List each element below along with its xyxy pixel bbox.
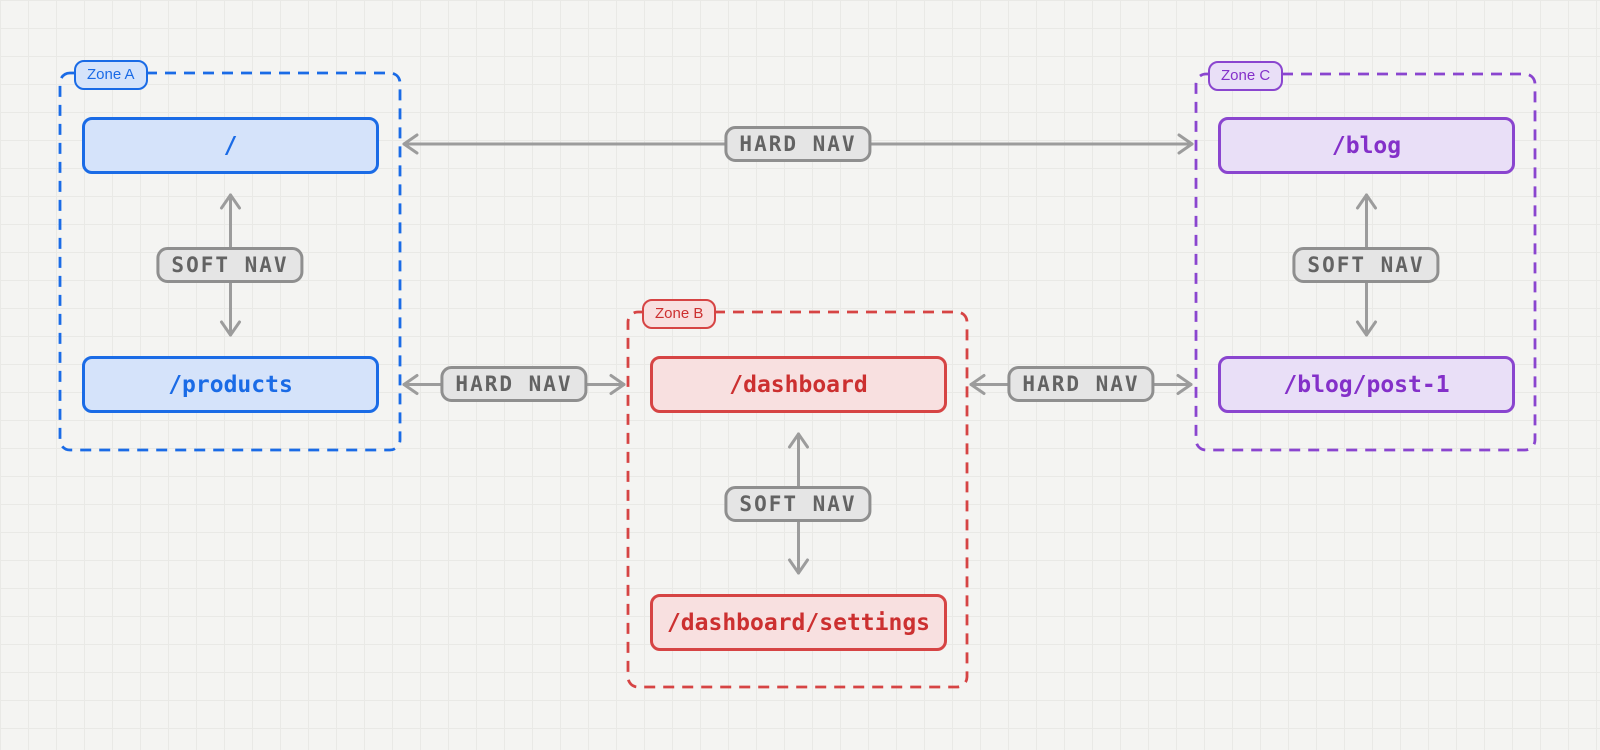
node-route-blog-post-1: /blog/post-1 <box>1218 356 1515 413</box>
node-route-dashboard-settings: /dashboard/settings <box>650 594 947 651</box>
arrowhead-up-icon <box>220 193 241 210</box>
arrowhead-up-icon <box>788 432 809 449</box>
arrowhead-left-icon <box>402 374 419 395</box>
soft-nav-label-zone-c: SOFT NAV <box>1292 247 1440 283</box>
zone-c-tag: Zone C <box>1208 61 1284 91</box>
arrowhead-left-icon <box>402 133 419 155</box>
hard-nav-label-top: HARD NAV <box>724 126 872 162</box>
arrowhead-down-icon <box>788 558 809 575</box>
zone-b-tag: Zone B <box>642 299 717 329</box>
arrowhead-right-icon <box>1176 374 1193 395</box>
hard-nav-label-left: HARD NAV <box>440 366 588 402</box>
node-route-products: /products <box>82 356 379 413</box>
zone-c-border <box>1194 72 1537 452</box>
hard-nav-label-right: HARD NAV <box>1007 366 1155 402</box>
arrowhead-right-icon <box>1177 133 1194 155</box>
arrowhead-down-icon <box>1356 320 1377 337</box>
node-route-root: / <box>82 117 379 174</box>
zone-a-border <box>58 71 402 452</box>
soft-nav-label-zone-a: SOFT NAV <box>156 247 304 283</box>
zone-b-border <box>626 310 969 689</box>
node-route-blog: /blog <box>1218 117 1515 174</box>
node-route-dashboard: /dashboard <box>650 356 947 413</box>
arrowhead-up-icon <box>1356 193 1377 210</box>
zone-a-tag: Zone A <box>74 60 148 90</box>
arrowhead-right-icon <box>609 374 626 395</box>
arrowhead-left-icon <box>969 374 986 395</box>
soft-nav-label-zone-b: SOFT NAV <box>724 486 872 522</box>
arrowhead-down-icon <box>220 320 241 337</box>
